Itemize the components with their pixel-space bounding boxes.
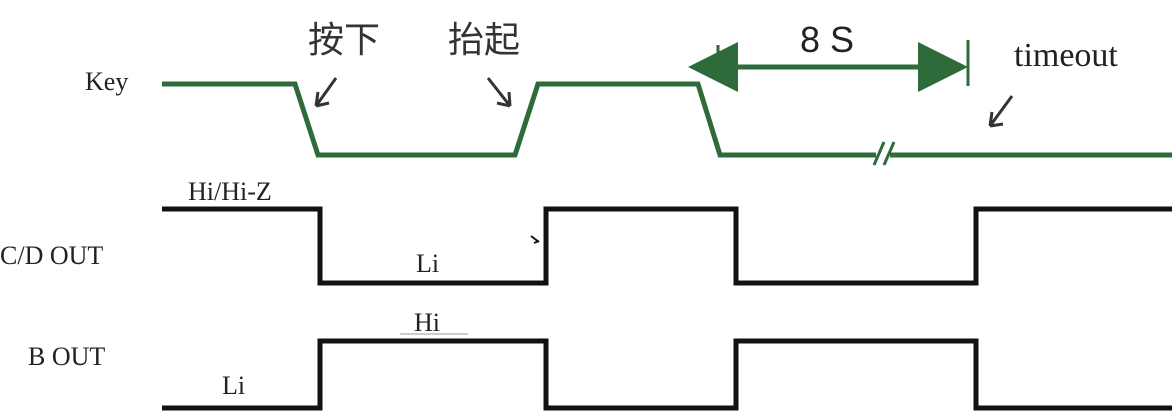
b-out-signal-label: B OUT — [28, 342, 105, 371]
time-break-marks — [872, 141, 896, 166]
release-annotation: 抬起 — [448, 20, 520, 61]
press-annotation: 按下 — [308, 20, 380, 61]
cd-out-waveform — [162, 206, 1172, 286]
press-arrow — [314, 77, 338, 108]
b-out-waveform — [162, 338, 1172, 411]
key-signal-label: Key — [85, 67, 128, 96]
key-waveform — [162, 81, 876, 158]
timeout-annotation: timeout — [1014, 37, 1118, 74]
duration-label: 8 S — [800, 19, 854, 60]
cd-out-signal-label: C/D OUT — [0, 241, 103, 270]
timeout-arrow — [988, 95, 1014, 128]
release-arrow — [486, 77, 512, 108]
b-high-level-label: Hi — [414, 308, 440, 337]
glitch-mark — [530, 235, 540, 244]
cd-low-level-label: Li — [416, 249, 439, 278]
b-low-level-label: Li — [222, 371, 245, 400]
cd-high-level-label: Hi/Hi-Z — [188, 177, 272, 206]
